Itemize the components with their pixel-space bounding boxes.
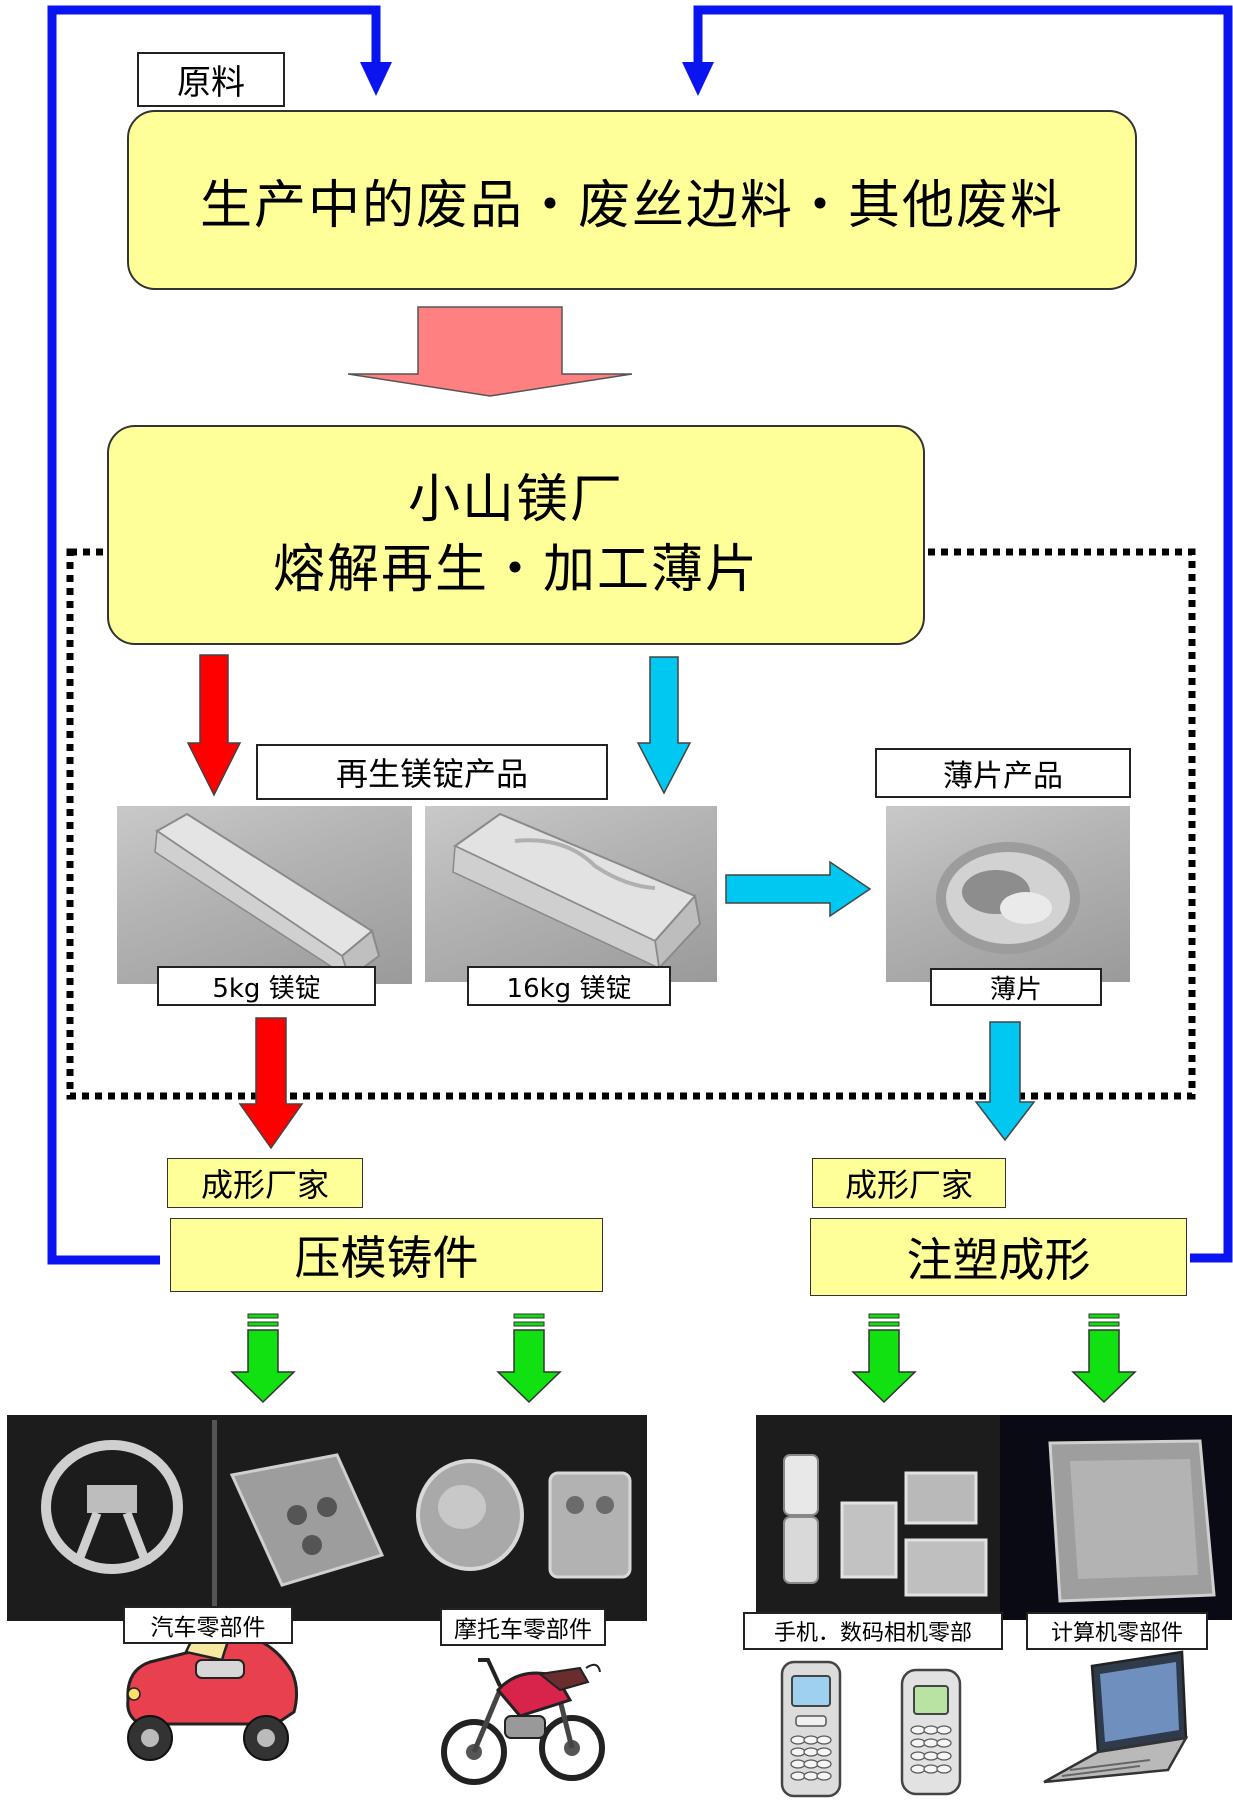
right-maker-tag: 成形厂家 (812, 1158, 1006, 1208)
computer-parts-photo (1000, 1415, 1232, 1620)
scrap-source-box: 生产中的废品・废丝边料・其他废料 (127, 110, 1137, 290)
green-arrow-phone (851, 1313, 917, 1404)
computer-parts-caption: 计算机零部件 (1026, 1612, 1208, 1650)
injection-molding-box: 注塑成形 (810, 1218, 1187, 1296)
flake-photo (886, 806, 1130, 982)
ingot-16kg-photo (425, 806, 717, 982)
flake-caption-text: 薄片 (989, 974, 1042, 1005)
phone-camera-parts-image (783, 1454, 988, 1597)
recycle-loop-right-arrowhead (682, 62, 714, 96)
flake-product-header: 薄片产品 (875, 748, 1131, 798)
green-arrow-moto (496, 1313, 562, 1404)
ingot-product-header-text: 再生镁锭产品 (335, 755, 528, 793)
ingot-16kg-caption: 16kg 镁锭 (467, 966, 671, 1006)
ingot-product-header: 再生镁锭产品 (256, 744, 608, 800)
recycle-loop-left (47, 5, 381, 1265)
ingot-5kg-image (154, 812, 381, 980)
left-maker-tag: 成形厂家 (167, 1158, 363, 1208)
scrap-source-text: 生产中的废品・废丝边料・其他废料 (199, 175, 1064, 236)
flake-product-header-text: 薄片产品 (943, 759, 1063, 794)
candybar-phone-icon (900, 1668, 962, 1796)
auto-parts-image (41, 1420, 385, 1616)
moto-parts-photo (400, 1415, 647, 1621)
left-maker-tag-text: 成形厂家 (200, 1166, 329, 1204)
die-casting-box: 压模铸件 (170, 1218, 603, 1292)
ingot-5kg-caption: 5kg 镁锭 (157, 966, 376, 1006)
green-arrow-auto (230, 1313, 296, 1404)
raw-material-tag-text: 原料 (177, 63, 245, 103)
ingot-5kg-photo (117, 806, 412, 984)
phone-camera-parts-caption-text: 手机．数码相机零部 (773, 1621, 972, 1646)
car-icon (126, 1624, 299, 1761)
plant-name: 小山镁厂 (407, 470, 624, 530)
raw-material-tag: 原料 (137, 52, 285, 107)
cyan-arrow-flake-to-injection (974, 1021, 1036, 1142)
cyan-arrow-plant-to-16kg (636, 656, 692, 795)
auto-parts-photo (7, 1415, 400, 1621)
laptop-icon (1043, 1650, 1189, 1784)
oyama-plant-box: 小山镁厂 熔解再生・加工薄片 (107, 425, 925, 645)
red-arrow-plant-to-5kg (186, 654, 242, 797)
moto-parts-caption-text: 摩托车零部件 (454, 1617, 592, 1643)
auto-parts-caption: 汽车零部件 (123, 1606, 293, 1644)
injection-molding-text: 注塑成形 (906, 1233, 1091, 1287)
recycle-loop-right (693, 5, 1233, 1263)
auto-parts-caption-text: 汽车零部件 (150, 1615, 266, 1641)
recycle-loop-left-arrowhead (360, 62, 392, 96)
cyan-arrow-ingot-to-flake (725, 860, 872, 918)
die-casting-text: 压模铸件 (294, 1231, 479, 1285)
moto-parts-caption: 摩托车零部件 (440, 1608, 606, 1646)
phone-camera-parts-caption: 手机．数码相机零部 (743, 1612, 1003, 1650)
computer-parts-caption-text: 计算机零部件 (1050, 1621, 1183, 1646)
green-arrow-computer (1071, 1313, 1137, 1404)
ingot-16kg-image (452, 812, 702, 971)
flake-caption: 薄片 (930, 968, 1102, 1006)
down-arrow-to-plant (347, 306, 633, 397)
flip-phone-icon (780, 1660, 842, 1798)
motorcycle-icon (441, 1658, 605, 1785)
computer-parts-image (1048, 1439, 1216, 1603)
plant-process: 熔解再生・加工薄片 (272, 540, 759, 600)
ingot-5kg-caption-text: 5kg 镁锭 (212, 973, 321, 1004)
red-arrow-ingot-to-diecast (238, 1017, 304, 1150)
flake-image (936, 842, 1080, 954)
right-maker-tag-text: 成形厂家 (844, 1166, 973, 1204)
phone-camera-parts-photo (756, 1415, 1001, 1617)
moto-parts-image (416, 1459, 632, 1579)
ingot-16kg-caption-text: 16kg 镁锭 (506, 973, 632, 1004)
